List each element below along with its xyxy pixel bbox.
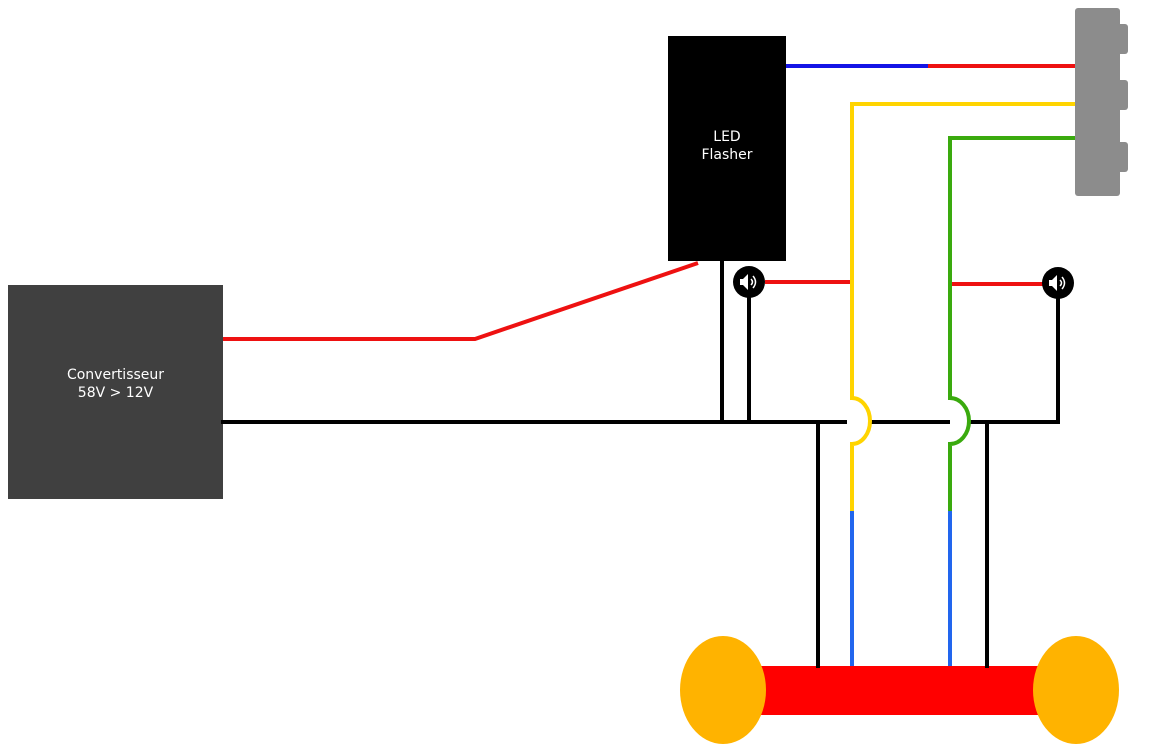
- light-bar: [680, 636, 1119, 744]
- buzzer-right: [1042, 267, 1074, 299]
- light-bar-body: [735, 666, 1080, 715]
- converter-label-line1: Convertisseur: [66, 367, 165, 383]
- led-flasher-label: LED Flasher: [668, 128, 786, 164]
- speaker-icon: [1049, 275, 1066, 291]
- converter-to-flasher: [223, 261, 699, 341]
- converter-box: [8, 285, 223, 499]
- switch-block: [1075, 8, 1128, 196]
- ground-wires: [221, 259, 1060, 668]
- left-amber-lamp: [680, 636, 766, 744]
- speaker-icon: [740, 274, 757, 290]
- led-flasher-label-line2: Flasher: [701, 147, 753, 163]
- positive-wires: [223, 64, 1075, 341]
- converter-label: Convertisseur 58V > 12V: [8, 366, 223, 402]
- led-flasher-label-line1: LED: [713, 129, 741, 145]
- buzzer-left: [733, 266, 765, 298]
- right-amber-lamp: [1033, 636, 1119, 744]
- green-signal-wire: [948, 136, 1075, 511]
- converter-label-line2: 58V > 12V: [77, 385, 154, 401]
- lamp-feed-wires: [850, 511, 952, 666]
- led-flasher-box: [668, 36, 786, 261]
- yellow-signal-wire: [850, 102, 1075, 511]
